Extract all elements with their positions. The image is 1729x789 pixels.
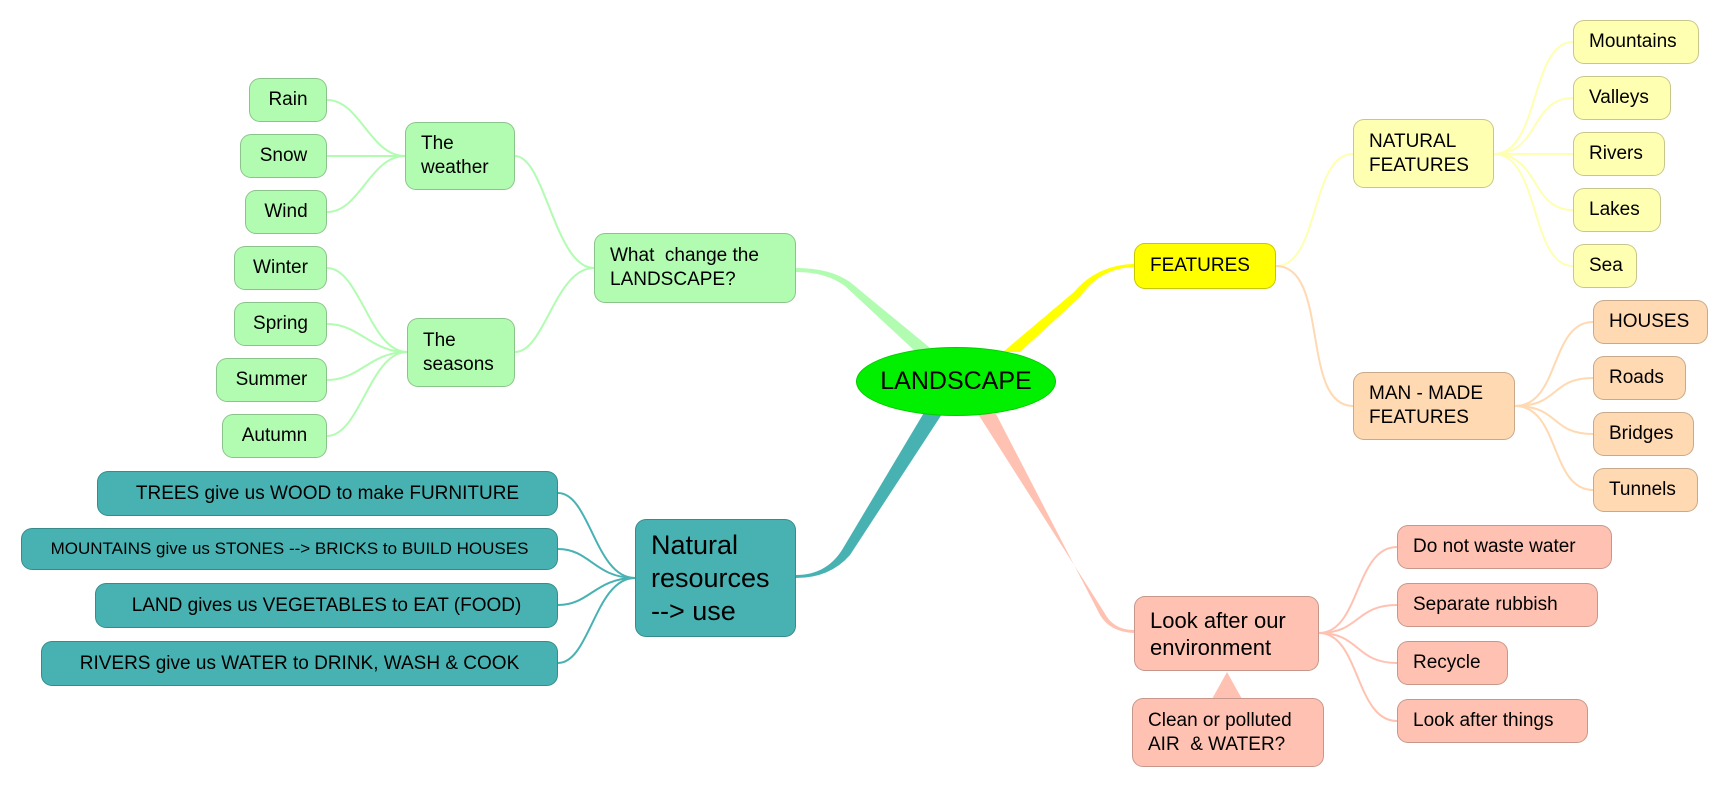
node-label: Wind xyxy=(264,201,308,222)
node-separate-rubbish[interactable]: Separate rubbish xyxy=(1397,583,1598,627)
node-recycle[interactable]: Recycle xyxy=(1397,641,1508,685)
node-label: MOUNTAINS give us STONES --> BRICKS to B… xyxy=(50,539,529,558)
links-natural xyxy=(1275,41,1574,267)
node-label: Winter xyxy=(253,257,308,278)
node-lakes[interactable]: Lakes xyxy=(1573,188,1661,232)
node-wind[interactable]: Wind xyxy=(245,190,327,234)
node-label: TREES give us WOOD to make FURNITURE xyxy=(135,482,520,504)
node-rivers[interactable]: Rivers xyxy=(1573,132,1665,176)
node-label: Separate rubbish xyxy=(1413,594,1558,615)
node-label: Recycle xyxy=(1413,652,1481,673)
node-resource-trees[interactable]: TREES give us WOOD to make FURNITURE xyxy=(97,471,558,516)
node-label: Natural resources --> use xyxy=(651,529,770,626)
links-man-made xyxy=(1275,265,1594,491)
node-label: Bridges xyxy=(1609,423,1674,444)
node-tunnels[interactable]: Tunnels xyxy=(1593,468,1698,512)
node-spring[interactable]: Spring xyxy=(234,302,327,346)
node-label: NATURAL FEATURES xyxy=(1369,130,1469,176)
node-sea[interactable]: Sea xyxy=(1573,244,1637,288)
node-label: Rain xyxy=(268,89,308,110)
node-label: The weather xyxy=(421,133,489,178)
node-label: Do not waste water xyxy=(1413,536,1576,557)
node-label: Snow xyxy=(259,145,308,166)
node-weather[interactable]: The weather xyxy=(405,122,515,190)
node-label: Summer xyxy=(235,369,308,390)
node-label: MAN - MADE FEATURES xyxy=(1369,383,1483,428)
node-label: Look after things xyxy=(1413,710,1554,731)
node-label: Roads xyxy=(1609,367,1664,388)
node-what-change[interactable]: What change the LANDSCAPE? xyxy=(594,233,796,303)
node-label: Sea xyxy=(1589,255,1623,276)
callout-label: Clean or polluted AIR & WATER? xyxy=(1148,709,1292,755)
node-label: Mountains xyxy=(1589,31,1677,52)
node-mountains[interactable]: Mountains xyxy=(1573,20,1699,64)
node-look-after-things[interactable]: Look after things xyxy=(1397,699,1588,743)
node-valleys[interactable]: Valleys xyxy=(1573,76,1671,120)
root-label: LANDSCAPE xyxy=(880,367,1032,395)
node-houses[interactable]: HOUSES xyxy=(1593,300,1708,344)
node-seasons[interactable]: The seasons xyxy=(407,318,515,387)
branch-environment xyxy=(978,414,1134,633)
node-resource-mountains[interactable]: MOUNTAINS give us STONES --> BRICKS to B… xyxy=(21,528,558,570)
node-label: The seasons xyxy=(423,329,494,375)
node-bridges[interactable]: Bridges xyxy=(1593,412,1694,456)
node-winter[interactable]: Winter xyxy=(234,246,327,290)
node-do-not-waste-water[interactable]: Do not waste water xyxy=(1397,525,1612,569)
node-label: Rivers xyxy=(1589,143,1643,164)
node-snow[interactable]: Snow xyxy=(240,134,327,178)
node-label: Lakes xyxy=(1589,199,1640,220)
branch-features xyxy=(1003,264,1134,352)
node-features[interactable]: FEATURES xyxy=(1134,243,1276,289)
node-roads[interactable]: Roads xyxy=(1593,356,1686,400)
node-label: What change the LANDSCAPE? xyxy=(610,245,759,290)
branch-resources xyxy=(796,411,944,578)
node-label: Look after our environment xyxy=(1150,607,1286,660)
node-label: Tunnels xyxy=(1609,479,1676,500)
node-natural-resources[interactable]: Natural resources --> use xyxy=(635,519,796,637)
node-label: Valleys xyxy=(1589,87,1649,108)
node-rain[interactable]: Rain xyxy=(249,78,327,122)
node-look-after-environment[interactable]: Look after our environment xyxy=(1134,596,1319,671)
node-label: LAND gives us VEGETABLES to EAT (FOOD) xyxy=(131,594,522,616)
node-label: RIVERS give us WATER to DRINK, WASH & CO… xyxy=(79,652,520,674)
node-summer[interactable]: Summer xyxy=(216,358,327,402)
node-label: FEATURES xyxy=(1150,255,1250,276)
callout-clean-or-polluted[interactable]: Clean or polluted AIR & WATER? xyxy=(1132,698,1324,767)
links-change xyxy=(326,99,595,437)
callout-pointer xyxy=(1212,672,1242,699)
root-node-landscape[interactable]: LANDSCAPE xyxy=(856,347,1056,416)
node-label: Autumn xyxy=(241,425,308,446)
node-man-made-features[interactable]: MAN - MADE FEATURES xyxy=(1353,372,1515,440)
node-natural-features[interactable]: NATURAL FEATURES xyxy=(1353,119,1494,188)
node-label: Spring xyxy=(253,313,308,334)
node-resource-land[interactable]: LAND gives us VEGETABLES to EAT (FOOD) xyxy=(95,583,558,628)
links-environment xyxy=(1318,546,1398,722)
branch-change xyxy=(796,268,935,352)
node-autumn[interactable]: Autumn xyxy=(222,414,327,458)
node-resource-rivers[interactable]: RIVERS give us WATER to DRINK, WASH & CO… xyxy=(41,641,558,686)
links-resources xyxy=(557,492,636,664)
node-label: HOUSES xyxy=(1609,311,1690,332)
